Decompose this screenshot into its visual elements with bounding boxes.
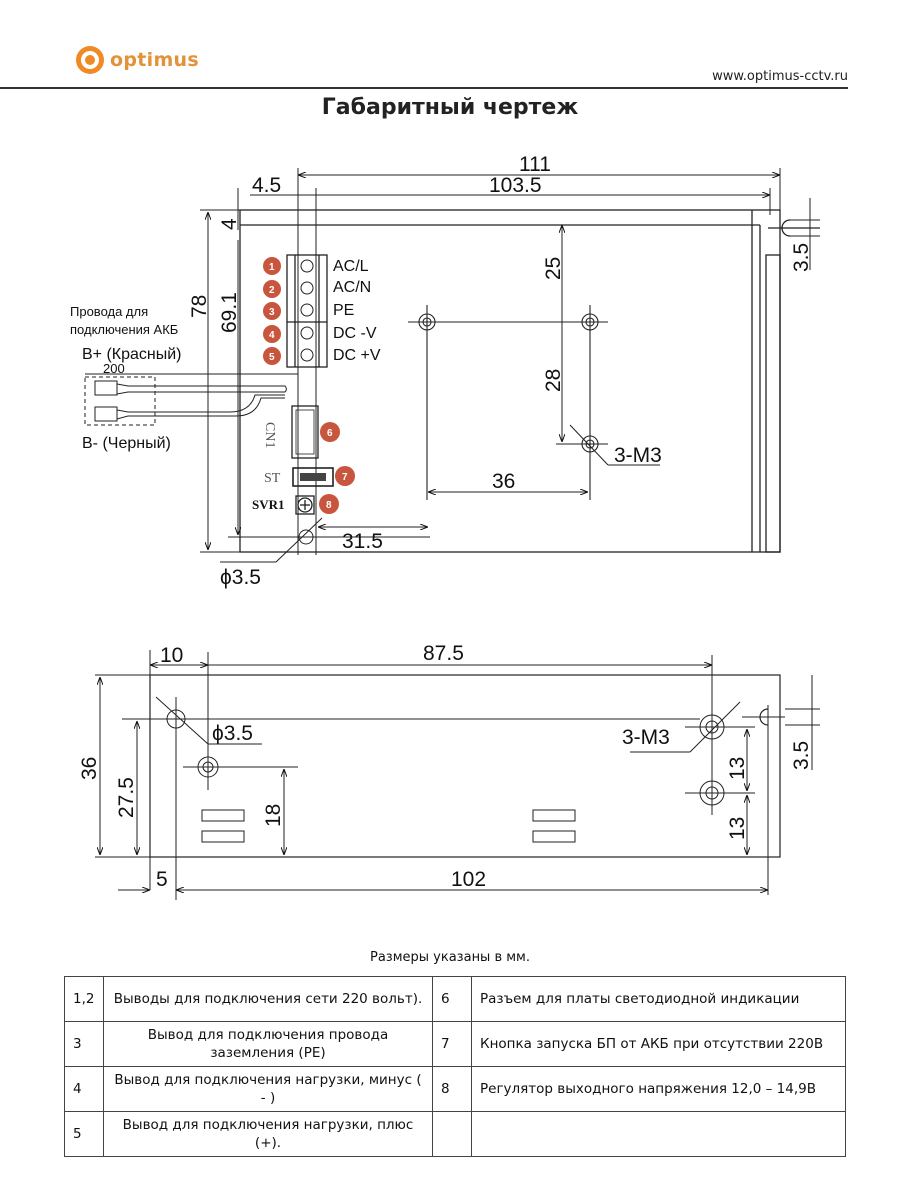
row-description: Кнопка запуска БП от АКБ при отсутствии …	[471, 1021, 846, 1067]
terminal-label: PE	[333, 302, 354, 319]
badge-6	[320, 422, 340, 442]
table-row: 4 Вывод для подключения нагрузки, минус …	[64, 1066, 846, 1112]
dim-inner-height: 69.1	[218, 292, 241, 333]
terminal-labels: AC/L AC/N PE DC -V DC +V	[333, 258, 381, 364]
terminal-label: DC +V	[333, 347, 381, 364]
svr1-label: SVR1	[252, 497, 285, 512]
row-description: Регулятор выходного напряжения 12,0 – 14…	[471, 1066, 846, 1112]
badge-number: 3	[269, 307, 275, 318]
optimus-logo-icon	[76, 46, 104, 74]
dim-thread-holes: 3-M3	[614, 444, 662, 467]
side-view	[95, 650, 820, 900]
table-row: 3 Вывод для подключения провода заземлен…	[64, 1021, 846, 1067]
mount-hole	[408, 305, 446, 500]
badge-number: 4	[269, 330, 275, 341]
dim-hole-v1: 25	[542, 257, 565, 280]
number-badges: 1 2 3 4 5 6 7 8	[263, 257, 355, 514]
dim-edge-slot: 3.5	[790, 243, 813, 272]
badge-number: 5	[269, 352, 275, 363]
table-row: 5 Вывод для подключения нагрузки, плюс (…	[64, 1111, 846, 1157]
dim-top-offset: 4	[218, 218, 241, 230]
badge-number: 1	[269, 262, 275, 273]
dim-side-length: 102	[451, 868, 486, 891]
dim-right-v2: 13	[726, 817, 749, 840]
badge-number: 6	[327, 428, 333, 439]
side-view-body	[149, 674, 781, 858]
row-number: 6	[432, 976, 472, 1022]
badge-3	[263, 302, 281, 320]
badge-7	[335, 466, 355, 486]
badge-number: 8	[326, 500, 332, 511]
dim-side-edge-slot: 3.5	[790, 741, 813, 770]
terminal-label: DC -V	[333, 325, 377, 342]
badge-1	[263, 257, 281, 275]
row-number: 4	[64, 1066, 104, 1112]
wire-negative-label: B- (Черный)	[82, 435, 171, 452]
dim-hole-offset: 10	[160, 644, 183, 667]
wire-positive-label: B+ (Красный)	[82, 346, 182, 363]
table-row: 1,2 Выводы для подключения сети 220 воль…	[64, 976, 846, 1022]
terminal-block	[286, 254, 328, 368]
row-number: 3	[64, 1021, 104, 1067]
badge-5	[263, 347, 281, 365]
legend-table: 1,2 Выводы для подключения сети 220 воль…	[64, 976, 846, 1157]
badge-2	[263, 280, 281, 298]
cn1-label: CN1	[262, 422, 277, 448]
row-description: Вывод для подключения нагрузки, плюс (+)…	[103, 1111, 433, 1157]
battery-caption-1: Провода для	[70, 304, 148, 319]
row-description: Разъем для платы светодиодной индикации	[471, 976, 846, 1022]
dim-hole-height: 27.5	[115, 777, 138, 818]
website-link[interactable]: www.optimus-cctv.ru	[712, 69, 848, 84]
cn1-connector	[291, 405, 319, 459]
dim-lower-hole-height: 18	[262, 804, 285, 827]
row-number: 1,2	[64, 976, 104, 1022]
dim-wire-length: 200	[103, 361, 125, 376]
dim-hole-v2: 28	[542, 369, 565, 392]
header-divider	[0, 87, 848, 89]
dim-side-height: 36	[78, 757, 101, 780]
badge-number: 7	[342, 472, 348, 483]
top-view	[84, 168, 820, 563]
row-description: Вывод для подключения провода заземления…	[103, 1021, 433, 1067]
mount-hole	[556, 435, 608, 453]
row-description: Выводы для подключения сети 220 вольт).	[103, 976, 433, 1022]
row-number: 8	[432, 1066, 472, 1112]
battery-caption-2: подключения АКБ	[70, 322, 178, 337]
badge-4	[263, 325, 281, 343]
row-number	[432, 1111, 472, 1157]
st-label: ST	[264, 471, 281, 486]
svr1-regulator	[295, 495, 315, 515]
terminal-label: AC/N	[333, 279, 371, 296]
dim-overall-length: 111	[519, 153, 551, 176]
mount-hole	[446, 305, 608, 500]
dim-hole-spacing: 87.5	[423, 642, 464, 665]
dim-left-offset: 4.5	[252, 174, 281, 197]
dim-hole-h: 36	[492, 470, 515, 493]
dim-overall-height: 78	[188, 295, 211, 318]
battery-wires	[84, 373, 298, 426]
st-button	[292, 467, 334, 487]
row-description	[471, 1111, 846, 1157]
terminal-label: AC/L	[333, 258, 369, 275]
row-number: 7	[432, 1021, 472, 1067]
dim-hole-diameter: ϕ3.5	[220, 566, 261, 589]
dimension-drawing: 111 103.5 4.5 4 78 69.1 25 28 36 31.5 ϕ3…	[70, 153, 820, 900]
row-number: 5	[64, 1111, 104, 1157]
dim-side-thread-holes: 3-M3	[622, 726, 670, 749]
brand-name: optimus	[110, 49, 199, 71]
row-description: Вывод для подключения нагрузки, минус ( …	[103, 1066, 433, 1112]
dim-right-v1: 13	[726, 757, 749, 780]
page-title: Габаритный чертеж	[321, 95, 579, 120]
badge-number: 2	[269, 285, 275, 296]
dim-side-hole-diameter: ϕ3.5	[212, 722, 253, 745]
dim-side-left-offset: 5	[156, 868, 168, 891]
badge-8	[319, 494, 339, 514]
dim-inner-length: 103.5	[489, 174, 542, 197]
units-note: Размеры указаны в мм.	[370, 950, 530, 965]
brand-logo: optimus	[76, 46, 199, 74]
dim-bottom-offset: 31.5	[342, 530, 383, 553]
